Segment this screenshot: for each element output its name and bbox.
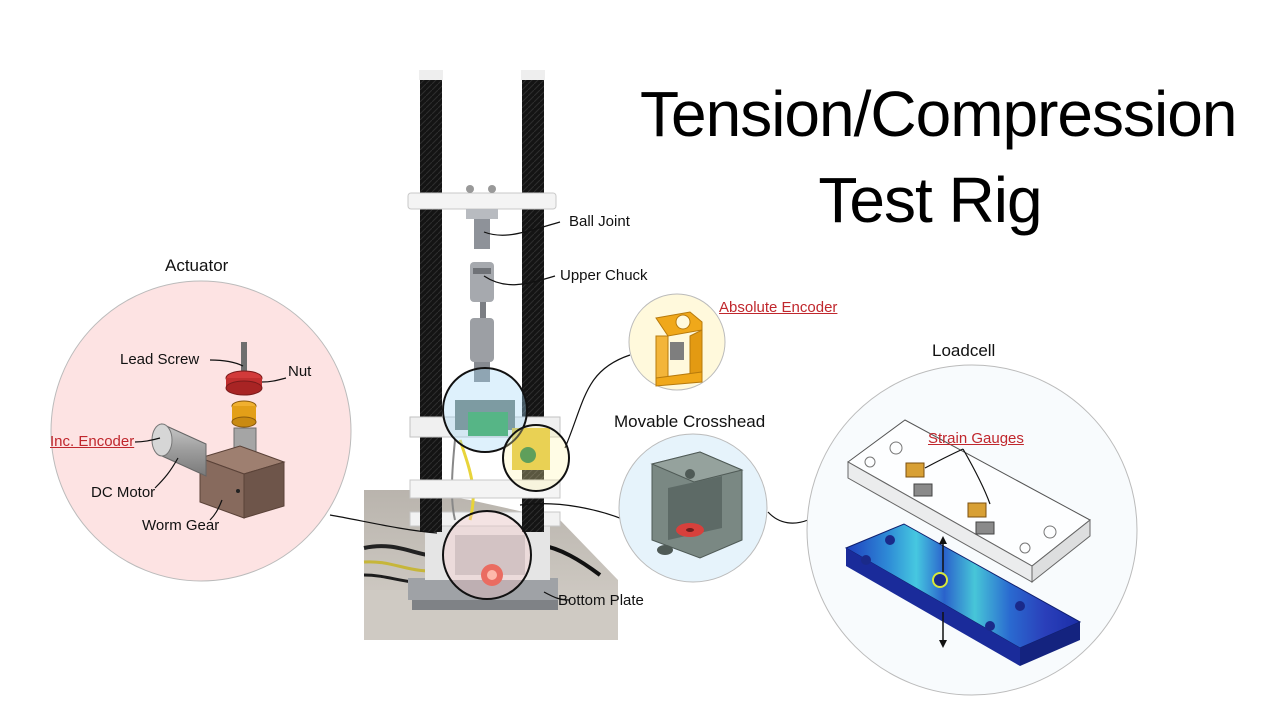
actuator-label: Actuator <box>165 256 229 275</box>
ball-joint-label: Ball Joint <box>569 213 630 230</box>
loadcell-callout <box>806 364 1138 696</box>
crosshead-highlight-circle <box>442 367 528 453</box>
lead-screw-label: Lead Screw <box>120 351 200 368</box>
title-line-2: Test Rig <box>818 164 1042 236</box>
absolute-encoder-label: Absolute Encoder <box>719 299 838 316</box>
dc-motor-label: DC Motor <box>91 484 156 501</box>
movable-crosshead-callout <box>618 433 768 583</box>
absolute-encoder-callout <box>628 293 726 391</box>
loadcell-label: Loadcell <box>932 341 996 360</box>
upper-chuck-label: Upper Chuck <box>560 267 648 284</box>
leader-lines <box>329 221 809 601</box>
actuator-highlight-circle <box>442 510 532 600</box>
nut-label: Nut <box>288 363 312 380</box>
movable-crosshead-label: Movable Crosshead <box>614 412 766 431</box>
title-line-1: Tension/Compression <box>640 78 1237 150</box>
strain-gauges-label: Strain Gauges <box>928 430 1024 447</box>
encoder-highlight-circle <box>502 424 570 492</box>
bottom-plate-label: Bottom Plate <box>558 592 644 609</box>
inc-encoder-label: Inc. Encoder <box>50 433 135 450</box>
actuator-callout <box>50 280 352 582</box>
worm-gear-label: Worm Gear <box>142 517 220 534</box>
